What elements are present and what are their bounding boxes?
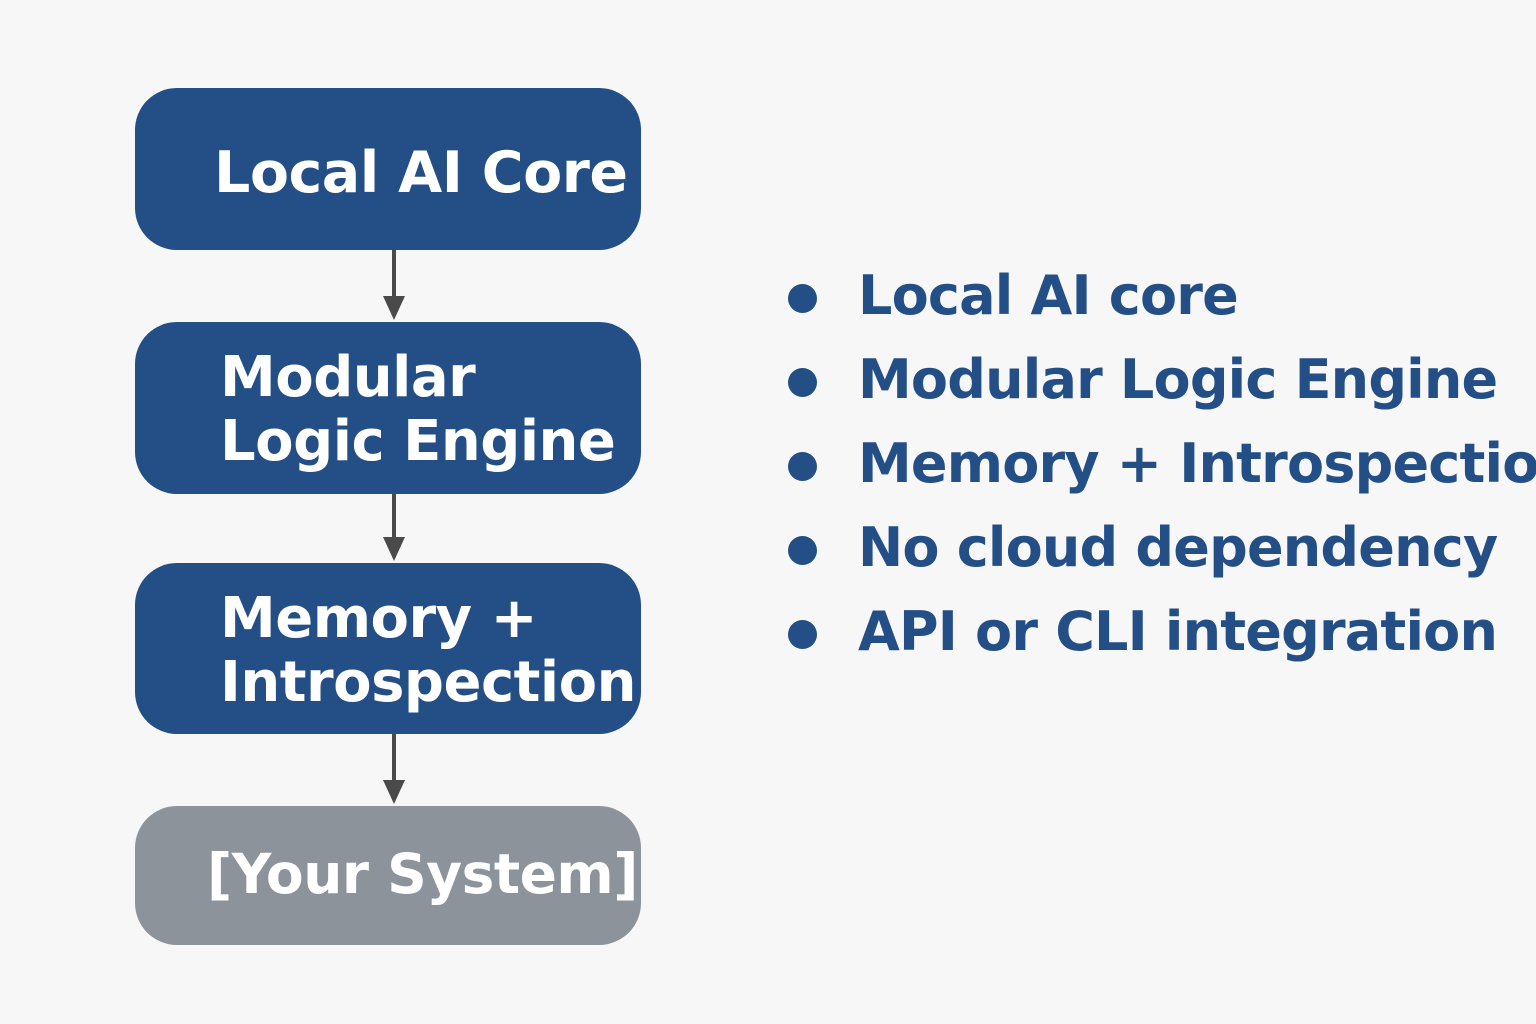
node-memory-introspection-line-1: Memory + — [220, 586, 538, 651]
node-memory-introspection-line-2: Introspection — [220, 650, 636, 715]
node-local-ai-core-label: Local AI Core — [214, 140, 628, 206]
node-modular-logic-engine-line-2: Logic Engine — [220, 409, 616, 474]
node-your-system-label: [Your System] — [207, 842, 638, 906]
feature-item-label: Modular Logic Engine — [858, 348, 1498, 411]
feature-item-label: No cloud dependency — [858, 516, 1498, 579]
node-your-system: [Your System] — [135, 806, 641, 945]
node-modular-logic-engine-line-1: Modular — [220, 345, 476, 410]
feature-item-api-cli-integration: API or CLI integration — [788, 600, 1518, 684]
feature-item-memory-introspection: Memory + Introspection — [788, 432, 1536, 516]
bullet-dot-icon — [788, 536, 817, 565]
bullet-dot-icon — [788, 620, 817, 649]
feature-bullet-list: Local AI core Modular Logic Engine Memor… — [788, 264, 1536, 684]
bullet-dot-icon — [788, 284, 817, 313]
feature-item-modular-logic-engine: Modular Logic Engine — [788, 348, 1518, 432]
connector-arrow-2 — [383, 494, 405, 563]
feature-item-label: Memory + Introspection — [858, 432, 1536, 495]
arrow-down-icon — [383, 250, 405, 320]
node-memory-introspection: Memory + Introspection — [135, 563, 641, 734]
connector-arrow-1 — [383, 250, 405, 322]
arrow-down-icon — [383, 494, 405, 561]
bullet-dot-icon — [788, 368, 817, 397]
feature-item-local-ai-core: Local AI core — [788, 264, 1518, 348]
feature-item-label: API or CLI integration — [858, 600, 1498, 663]
bullet-dot-icon — [788, 452, 817, 481]
node-modular-logic-engine: Modular Logic Engine — [135, 322, 641, 494]
arrow-down-icon — [383, 734, 405, 804]
feature-item-no-cloud-dependency: No cloud dependency — [788, 516, 1518, 600]
connector-arrow-3 — [383, 734, 405, 806]
node-local-ai-core: Local AI Core — [135, 88, 641, 250]
feature-item-label: Local AI core — [858, 264, 1239, 327]
